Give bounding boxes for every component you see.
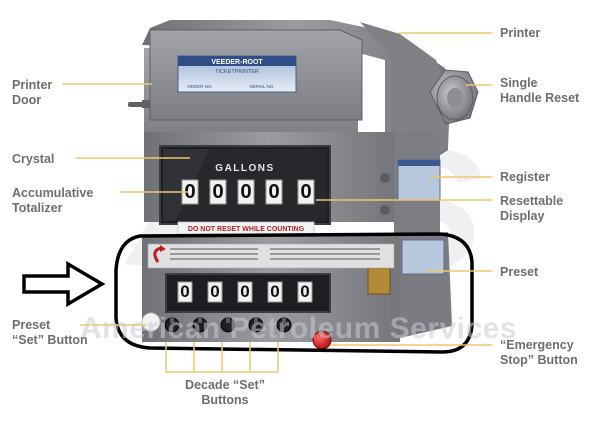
leader-lines xyxy=(62,32,492,373)
preset-digit: 0 xyxy=(240,282,249,301)
preset-digit-wheel xyxy=(267,281,283,303)
preset-digits: 0 0 0 0 0 xyxy=(177,281,313,303)
preset-digit: 0 xyxy=(210,282,219,301)
printer-door[interactable] xyxy=(128,29,363,121)
label-resettable-display: Resettable Display xyxy=(500,194,563,224)
decade-set-buttons[interactable] xyxy=(164,317,292,333)
single-handle-reset[interactable] xyxy=(429,69,479,125)
label-totalizer-line2: Totalizer xyxy=(12,201,63,215)
pointer-arrow xyxy=(22,260,106,308)
preset-digit: 0 xyxy=(180,282,189,301)
label-display-line1: Resettable xyxy=(500,194,564,208)
label-emergency-line1: “Emergency xyxy=(500,338,574,352)
preset-digit-wheel xyxy=(177,281,193,303)
label-preset-set-line1: Preset xyxy=(12,318,51,332)
label-decade-set-buttons: Decade “Set” Buttons xyxy=(170,378,280,408)
warning-text: DO NOT RESET WHILE COUNTING xyxy=(188,226,305,233)
label-printer-door-line1: Printer xyxy=(12,78,53,92)
label-preset: Preset xyxy=(500,265,538,280)
label-preset-line1: Preset xyxy=(500,265,539,279)
label-emergency-line2: Stop” Button xyxy=(500,353,578,367)
decade-set-button-stem xyxy=(198,318,202,323)
brand-plate: VEEDER-ROOT xyxy=(211,59,263,66)
label-preset-set-button: Preset “Set” Button xyxy=(12,318,88,348)
label-crystal-line1: Crystal xyxy=(12,152,55,166)
plate-field-serial: SERIAL NO. xyxy=(249,84,274,89)
preset-set-button[interactable] xyxy=(141,312,161,332)
label-preset-set-line2: “Set” Button xyxy=(12,333,88,347)
totalizer-digit-wheel xyxy=(209,179,227,205)
preset-digit: 0 xyxy=(270,282,279,301)
plate-subtitle: TICKETPRINTER xyxy=(215,69,259,75)
plate-field-order: ORDER NO. xyxy=(187,84,213,89)
decade-set-button-stem xyxy=(226,318,230,323)
decade-set-button-stem xyxy=(282,318,286,323)
preset-digit-wheel xyxy=(207,281,223,303)
preset-digit: 0 xyxy=(300,282,309,301)
label-decade-line2: Buttons xyxy=(201,393,249,407)
totalizer-digit: 0 xyxy=(240,181,251,203)
label-printer-line1: Printer xyxy=(500,26,541,40)
leader-decade-buttons xyxy=(165,342,279,373)
display-digit: 0 xyxy=(300,181,311,203)
label-register: Register xyxy=(500,170,550,185)
label-printer: Printer xyxy=(500,26,540,41)
label-decade-line1: Decade “Set” xyxy=(185,378,265,392)
display-digit-wheel xyxy=(297,179,315,205)
resettable-display: 0 xyxy=(297,179,315,205)
label-reset-line1: Single xyxy=(500,76,538,90)
label-display-line2: Display xyxy=(500,209,545,223)
totalizer-digit: 0 xyxy=(268,181,279,203)
label-single-handle-reset: Single Handle Reset xyxy=(500,76,579,106)
decade-set-button-stem xyxy=(254,318,258,323)
totalizer-digit-wheel xyxy=(265,179,283,205)
preset-outline xyxy=(114,232,474,354)
preset-digit-wheel xyxy=(237,281,253,303)
label-reset-line2: Handle Reset xyxy=(500,91,580,105)
totalizer-digit: 0 xyxy=(184,181,195,203)
totalizer-digit: 0 xyxy=(212,181,223,203)
label-register-line1: Register xyxy=(500,170,551,184)
label-crystal: Crystal xyxy=(12,152,54,167)
decade-set-button-stem xyxy=(170,318,174,323)
label-totalizer-line1: Accumulative xyxy=(12,186,94,200)
totalizer-digit-wheel xyxy=(237,179,255,205)
label-accumulative-totalizer: Accumulative Totalizer xyxy=(12,186,93,216)
gallons-unit-label: GALLONS xyxy=(215,163,274,174)
label-printer-door-line2: Door xyxy=(12,93,42,107)
watermark-text: American Petroleum Services xyxy=(80,312,518,345)
preset-digit-wheel xyxy=(297,281,313,303)
label-emergency-stop-button: “Emergency Stop” Button xyxy=(500,338,578,368)
label-printer-door: Printer Door xyxy=(12,78,52,108)
